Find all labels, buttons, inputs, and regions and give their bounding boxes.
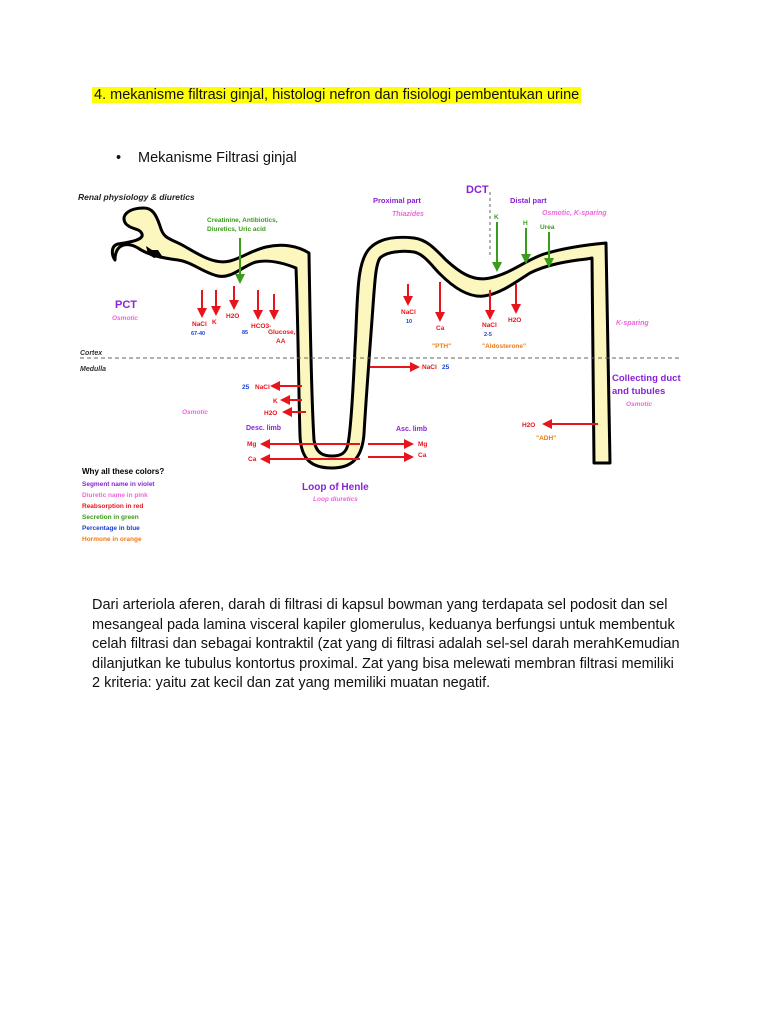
tubule-shape (110, 206, 612, 470)
bullet-text: Mekanisme Filtrasi ginjal (138, 150, 297, 166)
pct-secretion-label: Creatinine, Antibiotics, Diuretics, Uric… (207, 217, 279, 233)
medulla-label: Medulla (80, 366, 106, 373)
legend-red: Reabsorption in red (82, 503, 143, 510)
cd-h2o: H2O (522, 422, 535, 429)
dct-nacl2: NaCl (482, 322, 497, 329)
cortex-label: Cortex (80, 350, 103, 357)
document-heading: 4. mekanisme filtrasi ginjal, histologi … (92, 87, 582, 103)
legend-green: Secretion in green (82, 514, 139, 521)
collecting-tubules-label: and tubules (612, 386, 665, 397)
nephron-tubule (110, 206, 612, 470)
pct-hco3-pct: 85 (242, 330, 248, 336)
pct-label: PCT (115, 299, 137, 311)
bullet-item: • Mekanisme Filtrasi ginjal (116, 150, 297, 166)
distal-part-label: Distal part (510, 196, 547, 205)
dct-nacl2-pct: 2-5 (484, 332, 492, 338)
loop-of-henle-label: Loop of Henle (302, 482, 369, 493)
dct-ca: Ca (436, 325, 445, 332)
dct-nacl: NaCl (401, 309, 416, 316)
dct-nacl-pct: 10 (406, 319, 412, 325)
pct-hco3: HCO3- (251, 323, 271, 330)
pct-nacl: NaCl (192, 321, 207, 328)
proximal-part-label: Proximal part (373, 196, 421, 205)
asc-mg: Mg (418, 441, 427, 448)
bullet-dot: • (116, 150, 122, 166)
aldosterone-label: "Aldosterone" (482, 343, 526, 350)
figure-title: Renal physiology & diuretics (78, 192, 195, 202)
thiazides-label: Thiazides (392, 211, 424, 218)
dct-h2o: H2O (508, 317, 521, 324)
desc-h2o: H2O (264, 410, 277, 417)
legend-violet: Segment name in violet (82, 481, 155, 488)
dct-label: DCT (466, 184, 489, 196)
pct-k: K (212, 319, 217, 326)
adh-label: "ADH" (536, 435, 556, 442)
desc-nacl-pct: 25 (242, 384, 250, 391)
dct-k: K (494, 214, 499, 221)
distal-diuretic-label: Osmotic, K-sparing (542, 210, 607, 217)
legend-blue: Percentage in blue (82, 525, 140, 532)
nephron-diagram: Renal physiology & diuretics Creatinine,… (70, 178, 690, 550)
desc-limb-label: Desc. limb (246, 425, 281, 432)
legend-orange: Hormone in orange (82, 536, 142, 543)
desc-k: K (273, 398, 278, 405)
collecting-duct-label: Collecting duct (612, 373, 681, 384)
dct-urea: Urea (540, 224, 555, 231)
pct-diuretic: Osmotic (112, 315, 138, 322)
collecting-diuretic: Osmotic (626, 401, 652, 408)
glomerulus-mark (146, 246, 162, 258)
legend-title: Why all these colors? (82, 467, 164, 476)
asc-nacl: NaCl (422, 364, 437, 371)
pct-h2o: H2O (226, 313, 239, 320)
body-paragraph: Dari arteriola aferen, darah di filtrasi… (92, 597, 680, 692)
desc-nacl: NaCl (255, 384, 270, 391)
dct-h: H (523, 220, 528, 227)
color-legend: Why all these colors? Segment name in vi… (82, 467, 164, 543)
asc-nacl-pct: 25 (442, 364, 450, 371)
legend-pink: Diuretic name in pink (82, 492, 148, 499)
desc-ca: Ca (248, 456, 257, 463)
k-sparing-label: K-sparing (616, 320, 649, 327)
nephron-diagram-svg: Renal physiology & diuretics Creatinine,… (78, 184, 681, 543)
desc-osmotic: Osmotic (182, 409, 208, 416)
loop-diuretics-label: Loop diuretics (313, 496, 358, 503)
desc-mg: Mg (247, 441, 256, 448)
pth-label: "PTH" (432, 343, 451, 350)
pct-aa: AA (276, 338, 286, 345)
pct-nacl-pct: 67-40 (191, 331, 205, 337)
asc-ca: Ca (418, 452, 427, 459)
pct-glucose: Glucose, (268, 329, 296, 336)
asc-limb-label: Asc. limb (396, 426, 427, 433)
